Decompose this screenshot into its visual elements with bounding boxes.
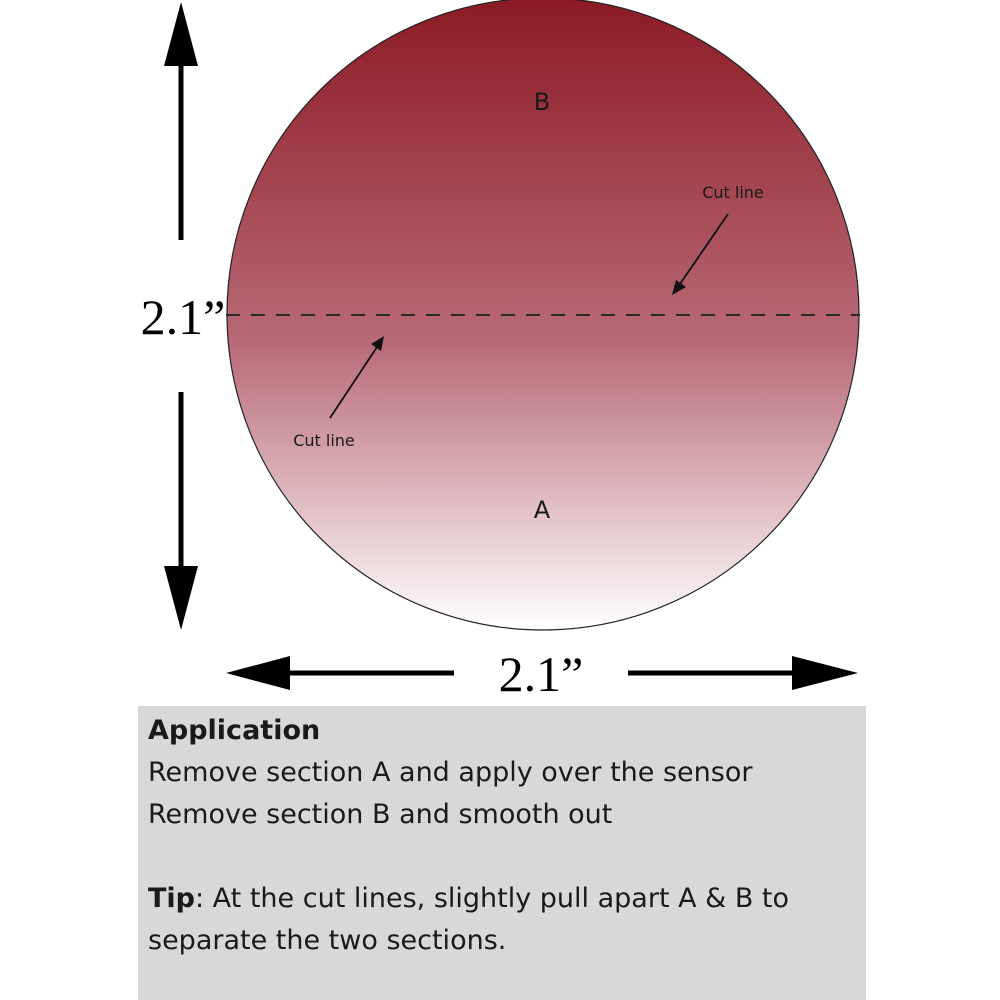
section-a-label: A — [534, 496, 551, 524]
sticker-diagram: B A Cut line Cut line 2.1” 2.1” — [141, 0, 860, 702]
cut-line-label-lower: Cut line — [293, 431, 355, 450]
width-dimension-label: 2.1” — [499, 646, 584, 702]
height-arrow-head-top — [164, 2, 198, 66]
cut-line-pointer-upper-head — [672, 280, 686, 295]
tip-label: Tip — [148, 883, 195, 914]
cut-line-pointer-lower-head — [371, 336, 384, 351]
section-b-label: B — [534, 88, 550, 116]
application-instructions-panel: Application Remove section A and apply o… — [138, 706, 866, 1000]
application-heading: Application — [148, 715, 321, 746]
cut-line-pointer-upper — [679, 213, 729, 285]
spacer — [148, 836, 856, 878]
width-arrow-head-right — [792, 656, 858, 690]
height-dimension-label: 2.1” — [141, 289, 226, 345]
instruction-line-2: Remove section B and smooth out — [148, 799, 613, 830]
height-arrow-head-bottom — [164, 566, 198, 630]
cut-line-label-upper: Cut line — [702, 183, 764, 202]
width-arrow-head-left — [226, 656, 290, 690]
tip-line-continued: separate the two sections. — [148, 925, 507, 956]
cut-line-pointer-lower — [329, 346, 378, 419]
tip-text: : At the cut lines, slightly pull apart … — [195, 883, 790, 914]
tip-line: Tip: At the cut lines, slightly pull apa… — [148, 878, 856, 920]
instruction-line-1: Remove section A and apply over the sens… — [148, 757, 753, 788]
